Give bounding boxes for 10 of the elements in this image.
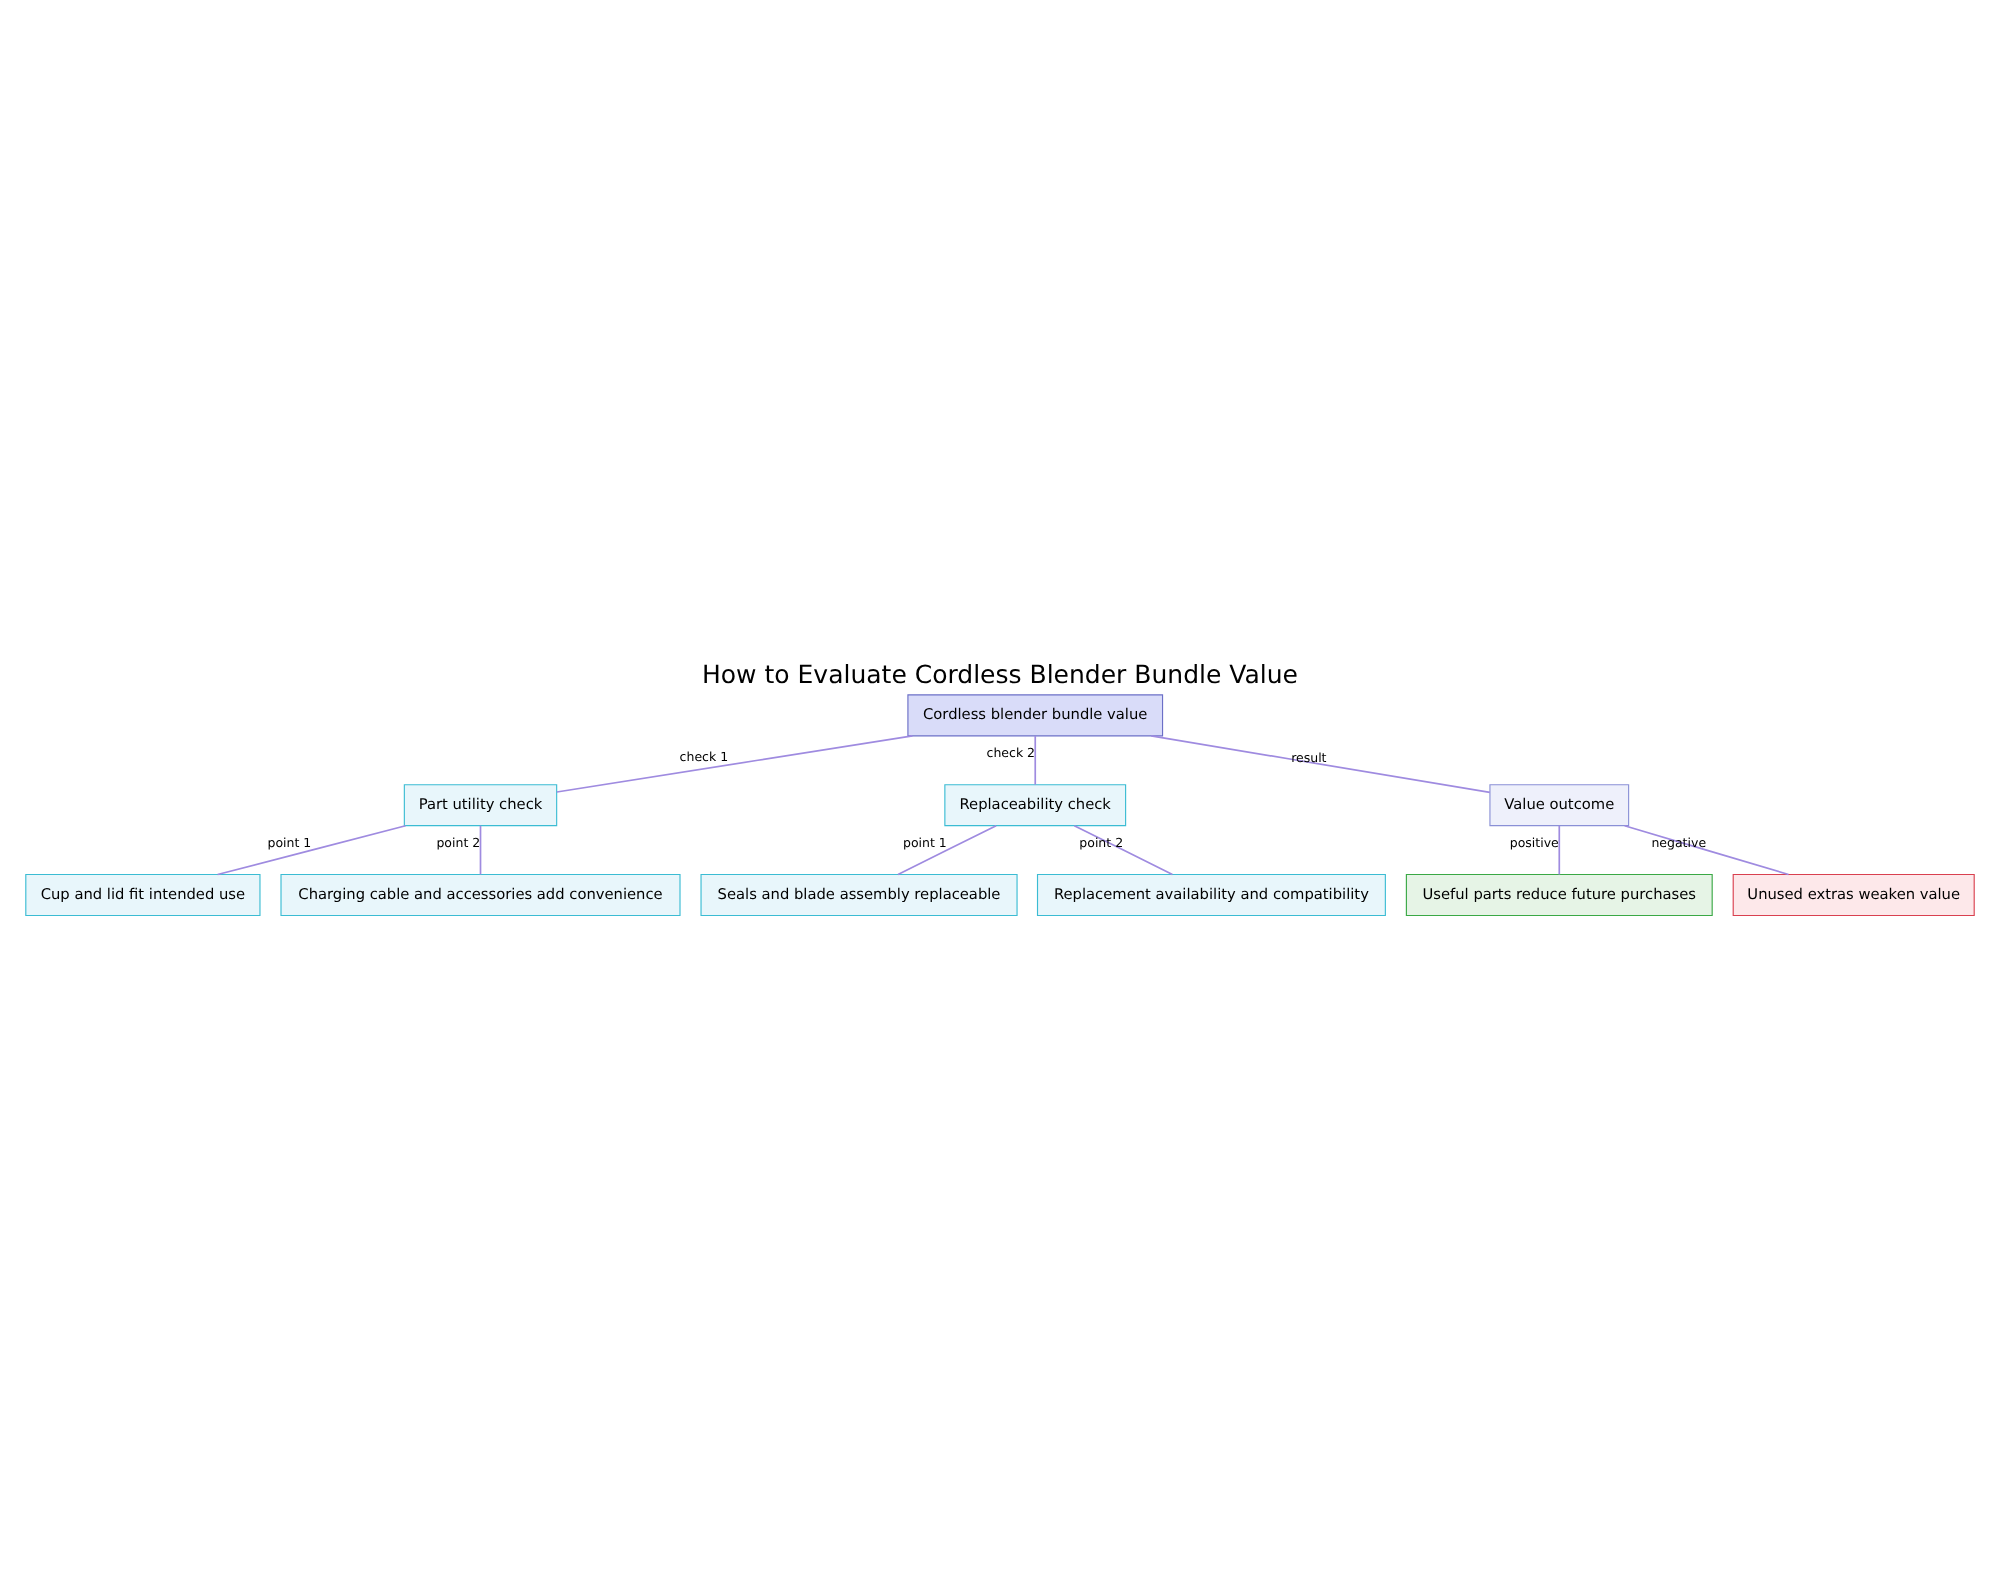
connector [1558,824,1561,876]
connector [479,824,482,876]
connector [1150,735,1491,794]
connector [1623,824,1790,876]
connector [897,824,997,876]
connector [1073,824,1174,876]
connector [556,735,914,793]
connector [1034,735,1037,786]
connector [216,824,407,876]
diagram-title: How to Evaluate Cordless Blender Bundle Value [702,659,1298,690]
